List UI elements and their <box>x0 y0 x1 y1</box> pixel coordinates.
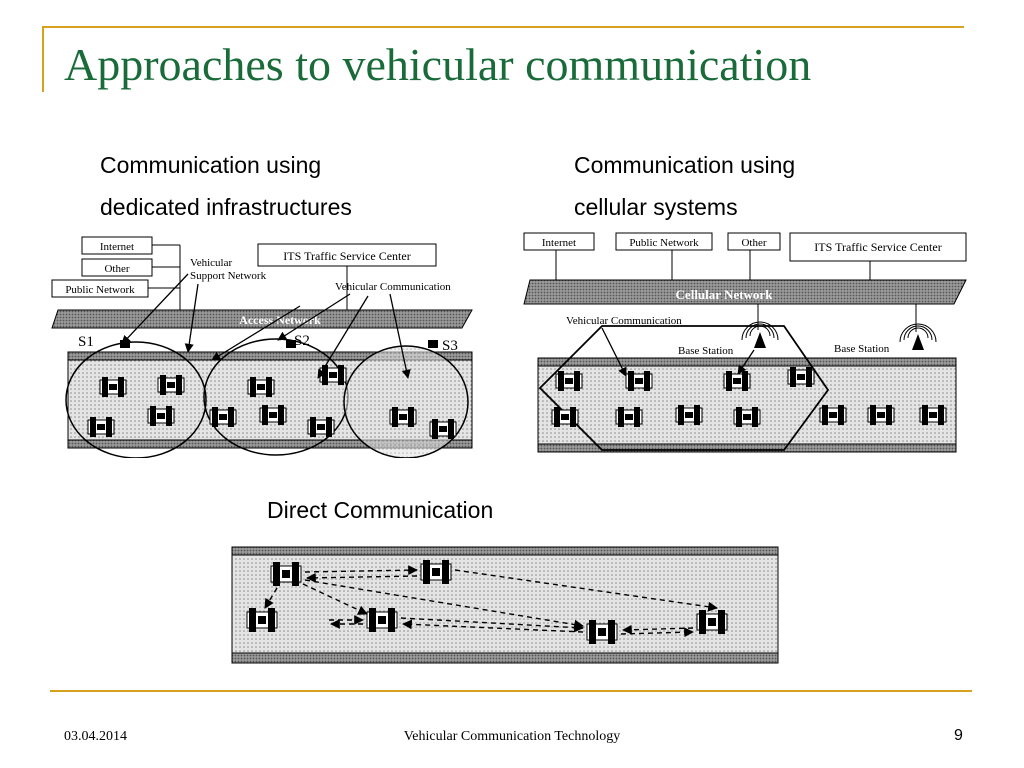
cellular-network-label: Cellular Network <box>676 287 774 302</box>
cell-internet-label: Internet <box>542 237 576 249</box>
station-s1-label: S1 <box>78 334 94 350</box>
infrastructure-diagram: Internet Other Public Network Vehicular … <box>51 236 473 458</box>
caption-cellular-line1: Communication using <box>574 152 796 178</box>
cellular-network-bar <box>523 279 967 305</box>
coverage-area-s1 <box>65 341 207 458</box>
cell-other-box <box>727 232 781 251</box>
cell-vehicular-communication-label: Vehicular Communication <box>566 315 682 327</box>
title-accent-horizontal <box>42 26 964 28</box>
caption-direct: Direct Communication <box>267 497 494 523</box>
footer-date: 03.04.2014 <box>64 729 127 744</box>
caption-cellular-line2: cellular systems <box>574 194 738 220</box>
direct-road-edge-top <box>231 546 779 556</box>
cell-coverage-area <box>538 325 830 451</box>
internet-label: Internet <box>100 241 134 253</box>
cell-other-label: Other <box>741 237 766 249</box>
access-network-bar <box>51 309 473 329</box>
coverage-area-s3 <box>343 345 469 458</box>
base-station-label-1: Base Station <box>678 345 734 357</box>
cell-its-center-label: ITS Traffic Service Center <box>814 240 941 254</box>
cell-public-network-label: Public Network <box>629 237 699 249</box>
direct-communication-arrows <box>264 565 718 638</box>
footer-divider <box>50 690 972 692</box>
footer-page-number: 9 <box>954 727 963 744</box>
station-s3-label: S3 <box>442 338 458 354</box>
slide-title: Approaches to vehicular communication <box>64 39 812 90</box>
direct-road-edge-bottom <box>231 652 779 664</box>
caption-infrastructure: Communication using dedicated infrastruc… <box>100 144 352 228</box>
title-accent-vertical <box>42 26 44 92</box>
access-network-label: Access Network <box>239 313 321 327</box>
caption-infrastructure-line1: Communication using <box>100 152 322 178</box>
cell-road-edge-top <box>537 357 957 367</box>
direct-road-surface <box>231 554 779 654</box>
cellular-diagram: Internet Public Network Other ITS Traffi… <box>523 232 967 453</box>
direct-communication-diagram <box>231 546 779 664</box>
vehicular-communication-label: Vehicular Communication <box>335 281 451 293</box>
caption-cellular: Communication using cellular systems <box>574 144 795 228</box>
road-edge-bottom <box>67 439 473 449</box>
vehicular-support-label-1: Vehicular <box>190 257 232 269</box>
vehicular-support-label-2: Support Network <box>190 270 267 282</box>
cell-road-edge-bottom <box>537 443 957 453</box>
cell-public-network-box <box>615 232 713 251</box>
cell-internet-box <box>523 232 595 251</box>
cell-its-center-box <box>789 232 967 262</box>
base-station-tower-icon-2 <box>899 323 937 351</box>
caption-infrastructure-line2: dedicated infrastructures <box>100 194 352 220</box>
public-network-label: Public Network <box>65 284 135 296</box>
base-station-label-2: Base Station <box>834 343 890 355</box>
station-s2-label: S2 <box>294 333 310 349</box>
footer-title: Vehicular Communication Technology <box>403 729 621 744</box>
its-center-label: ITS Traffic Service Center <box>283 249 410 263</box>
other-label: Other <box>104 263 129 275</box>
